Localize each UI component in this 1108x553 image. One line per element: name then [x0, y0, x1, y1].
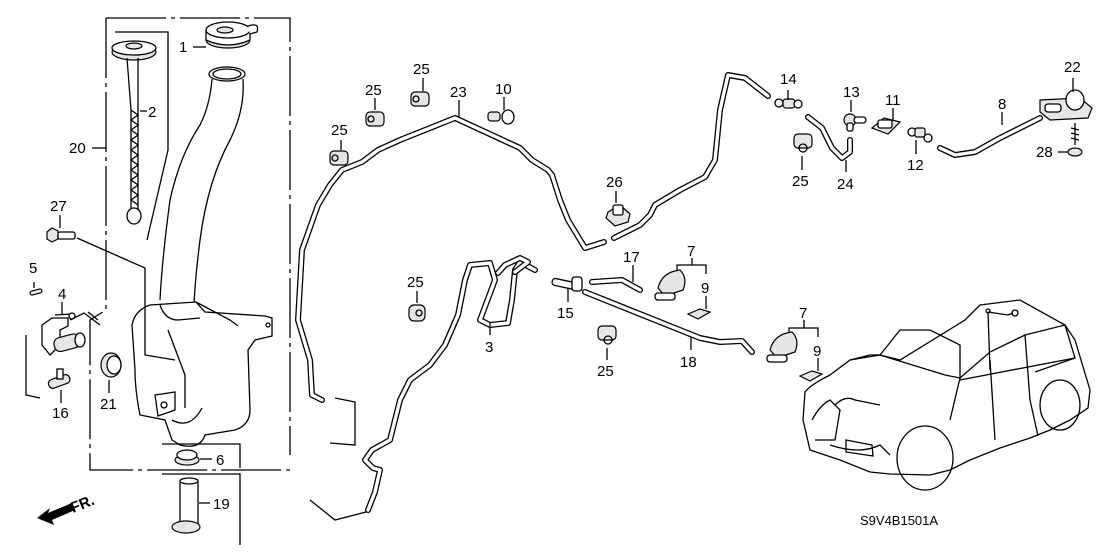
- washer-motor[interactable]: [41, 312, 86, 356]
- callout-5[interactable]: 5: [29, 260, 37, 277]
- vehicle-illustration: [802, 299, 1091, 491]
- callout-9b[interactable]: 9: [813, 343, 821, 360]
- front-direction-arrow: FR.: [37, 492, 97, 525]
- diagram-code: S9V4B1501A: [860, 513, 938, 528]
- callout-7b[interactable]: 7: [799, 305, 807, 322]
- elbow-joint[interactable]: [843, 113, 867, 132]
- callout-14[interactable]: 14: [780, 71, 797, 88]
- tube-bend[interactable]: [805, 114, 853, 161]
- callout-28[interactable]: 28: [1036, 144, 1053, 161]
- nozzle-packing-right[interactable]: [798, 370, 824, 382]
- callout-8[interactable]: 8: [998, 96, 1006, 113]
- callout-25a[interactable]: 25: [331, 122, 348, 139]
- callout-16[interactable]: 16: [52, 405, 69, 422]
- nozzle-tube-long[interactable]: [582, 289, 755, 355]
- callout-10[interactable]: 10: [495, 81, 512, 98]
- washer-nozzle-right[interactable]: [766, 331, 798, 363]
- strainer[interactable]: [171, 477, 201, 534]
- callout-4[interactable]: 4: [58, 286, 66, 303]
- callout-17[interactable]: 17: [623, 249, 640, 266]
- rear-tube[interactable]: [937, 115, 1043, 158]
- tube-clamp[interactable]: [605, 204, 631, 227]
- tube-clip[interactable]: [365, 111, 385, 127]
- callout-6[interactable]: 6: [216, 452, 224, 469]
- tube-clip[interactable]: [793, 133, 813, 153]
- callout-18[interactable]: 18: [680, 354, 697, 371]
- tube-clip[interactable]: [597, 325, 617, 345]
- callout-13[interactable]: 13: [843, 84, 860, 101]
- washer-nozzle-left[interactable]: [654, 269, 686, 301]
- callout-1[interactable]: 1: [179, 39, 187, 56]
- callout-25e[interactable]: 25: [597, 363, 614, 380]
- nozzle-tube[interactable]: [589, 277, 643, 293]
- check-valve[interactable]: [870, 117, 902, 135]
- callout-15[interactable]: 15: [557, 305, 574, 322]
- callout-22[interactable]: 22: [1064, 59, 1081, 76]
- tube-clip[interactable]: [408, 304, 426, 322]
- tube-clip[interactable]: [329, 150, 349, 166]
- filter[interactable]: [29, 288, 43, 296]
- washer-tank[interactable]: [131, 301, 273, 447]
- washer-tank-cap[interactable]: [205, 21, 259, 49]
- rear-nozzle[interactable]: [1039, 89, 1093, 121]
- callout-12[interactable]: 12: [907, 157, 924, 174]
- callout-27[interactable]: 27: [50, 198, 67, 215]
- tapping-screw[interactable]: [1067, 123, 1083, 157]
- grommet-plug[interactable]: [487, 109, 515, 125]
- callout-21[interactable]: 21: [100, 396, 117, 413]
- main-tube[interactable]: [295, 72, 771, 403]
- callout-20[interactable]: 20: [69, 140, 86, 157]
- grommet[interactable]: [174, 449, 200, 466]
- joint-straight[interactable]: [774, 98, 803, 109]
- flange-bolt[interactable]: [46, 227, 76, 243]
- nozzle-packing-left[interactable]: [686, 308, 712, 320]
- level-gauge[interactable]: [111, 40, 157, 225]
- callout-11[interactable]: 11: [885, 92, 901, 109]
- callout-labels: 1 2 3 4 5 6 7 7 8 9 9 10 11 12 13 14 15 …: [29, 39, 1081, 528]
- joint[interactable]: [907, 127, 933, 143]
- callout-25f[interactable]: 25: [792, 173, 809, 190]
- filler-neck: [159, 66, 246, 306]
- motor-joint[interactable]: [47, 368, 71, 389]
- callout-24[interactable]: 24: [837, 176, 854, 193]
- callout-25b[interactable]: 25: [365, 82, 382, 99]
- callout-25c[interactable]: 25: [413, 61, 430, 78]
- callout-7a[interactable]: 7: [687, 243, 695, 260]
- callout-23[interactable]: 23: [450, 84, 467, 101]
- front-direction-label: FR.: [68, 492, 97, 517]
- callout-26[interactable]: 26: [606, 174, 623, 191]
- callout-2[interactable]: 2: [148, 104, 156, 121]
- callout-25d[interactable]: 25: [407, 274, 424, 291]
- callout-3[interactable]: 3: [485, 339, 493, 356]
- t-joint[interactable]: [551, 276, 583, 292]
- washer-tube-loop[interactable]: [362, 255, 538, 513]
- tank-assembly-frame: [89, 17, 291, 471]
- motor-seal[interactable]: [100, 352, 122, 378]
- callout-9a[interactable]: 9: [701, 280, 709, 297]
- tube-clip[interactable]: [410, 91, 430, 107]
- callout-19[interactable]: 19: [213, 496, 230, 513]
